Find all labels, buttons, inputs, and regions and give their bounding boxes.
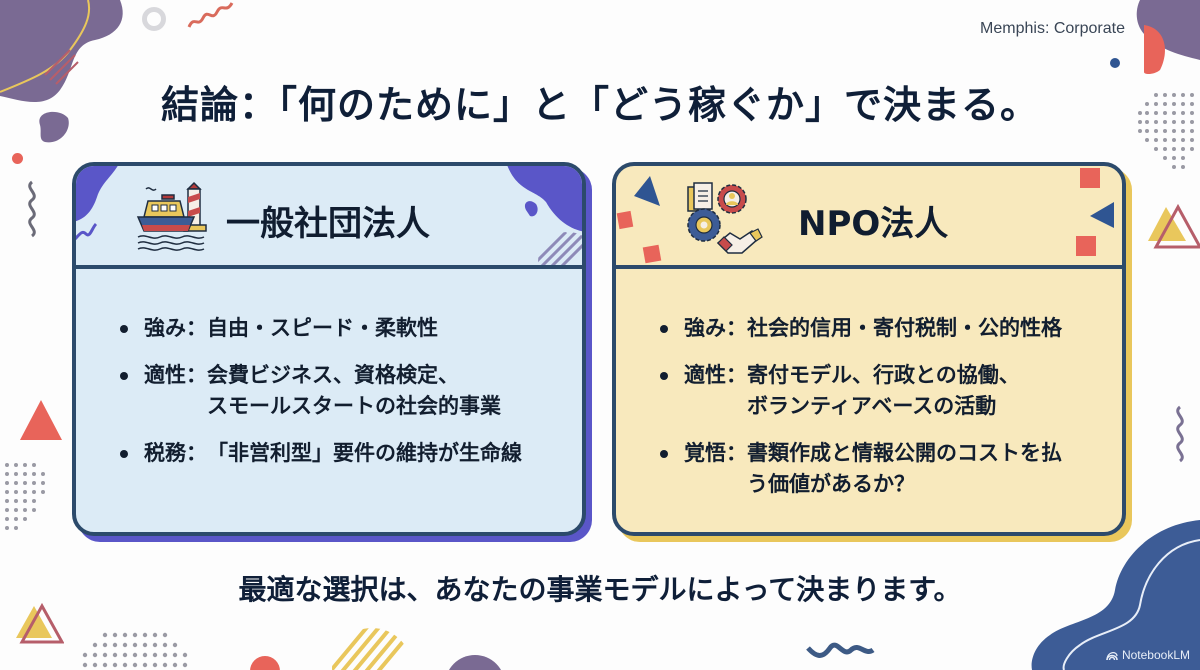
top-right-blob-decoration bbox=[1136, 0, 1200, 75]
bullet-strengths: 強み： 自由・スピード・柔軟性 bbox=[120, 313, 582, 344]
bullet-dot-icon bbox=[660, 372, 668, 380]
bullet-text: 社会的信用・寄付税制・公的性格 bbox=[747, 316, 1062, 340]
squiggle-decoration bbox=[187, 2, 234, 28]
notebooklm-watermark: NotebookLM bbox=[1106, 648, 1190, 662]
conclusion-text: 最適な選択は、あなたの事業モデルによって決まります。 bbox=[238, 573, 962, 606]
bullet-dot-icon bbox=[120, 325, 128, 333]
ship-lighthouse-icon bbox=[136, 181, 207, 251]
gears-handshake-icon bbox=[687, 182, 763, 254]
coral-dot-decoration bbox=[12, 153, 23, 164]
bullet-label: 適性 bbox=[144, 363, 186, 387]
card-corner-blob-right-decoration bbox=[507, 166, 582, 265]
double-triangle-left-decoration bbox=[16, 602, 64, 644]
watermark-label: NotebookLM bbox=[1121, 648, 1190, 662]
bullet-label: 覚悟 bbox=[684, 441, 726, 465]
coral-semicircle-decoration bbox=[250, 656, 280, 670]
bullet-text: 会費ビジネス、資格検定、スモールスタートの社会的事業 bbox=[207, 363, 501, 418]
dot-grid-left-decoration bbox=[5, 463, 45, 530]
dot-grid-right-decoration bbox=[1138, 93, 1194, 169]
bullet-suitability: 適性： 会費ビジネス、資格検定、スモールスタートの社会的事業 bbox=[120, 360, 582, 422]
double-triangle-right-decoration bbox=[1148, 203, 1200, 249]
bullet-commitment: 覚悟： 書類作成と情報公開のコストを払う価値があるか？ bbox=[660, 438, 1122, 500]
ring-decoration bbox=[142, 7, 166, 31]
zigzag-right-decoration bbox=[1176, 405, 1184, 463]
card-body: 強み： 自由・スピード・柔軟性 適性： 会費ビジネス、資格検定、スモールスタート… bbox=[76, 269, 582, 469]
bullet-label: 強み bbox=[144, 316, 186, 340]
coral-triangle-decoration bbox=[20, 400, 62, 440]
card-header: NPO法人 bbox=[616, 166, 1122, 269]
card-title: NPO法人 bbox=[798, 204, 949, 244]
bullet-label: 適性 bbox=[684, 363, 726, 387]
bullet-label: 税務 bbox=[144, 441, 186, 465]
bullet-text: 自由・スピード・柔軟性 bbox=[207, 316, 438, 340]
page-title: 結論：「何のために」と「どう稼ぐか」で決まる。 bbox=[160, 83, 1039, 127]
wave-bottom-decoration bbox=[806, 642, 875, 658]
card-corner-blob-decoration bbox=[76, 166, 118, 241]
dot-grid-bottom-decoration bbox=[82, 632, 188, 668]
bullet-label: 強み bbox=[684, 316, 726, 340]
memphis-shapes-decoration bbox=[616, 176, 662, 264]
bullet-dot-icon bbox=[660, 325, 668, 333]
purple-semicircle-decoration bbox=[445, 655, 505, 670]
card-general-incorporated-association: 一般社団法人 強み： 自由・スピード・柔軟性 適性： 会費ビジネス、資格検定、ス… bbox=[72, 162, 586, 536]
top-left-blob-decoration bbox=[0, 0, 123, 143]
bullet-taxation: 税務： 「非営利型」要件の維持が生命線 bbox=[120, 438, 582, 469]
bullet-dot-icon bbox=[660, 450, 668, 458]
navy-dot-decoration bbox=[1110, 58, 1120, 68]
bullet-dot-icon bbox=[120, 372, 128, 380]
memphis-shapes-right-decoration bbox=[1076, 168, 1114, 256]
card-body: 強み： 社会的信用・寄付税制・公的性格 適性： 寄付モデル、行政との協働、ボラン… bbox=[616, 269, 1122, 500]
card-header: 一般社団法人 bbox=[76, 166, 582, 269]
striped-circle-decoration bbox=[332, 628, 412, 670]
zigzag-decoration bbox=[28, 180, 36, 238]
bullet-text: 「非営利型」要件の維持が生命線 bbox=[207, 441, 522, 465]
brand-tag: Memphis: Corporate bbox=[980, 20, 1125, 37]
bullet-text: 寄付モデル、行政との協働、ボランティアベースの活動 bbox=[747, 363, 1020, 418]
bullet-suitability: 適性： 寄付モデル、行政との協働、ボランティアベースの活動 bbox=[660, 360, 1122, 422]
card-title: 一般社団法人 bbox=[226, 204, 430, 244]
bullet-strengths: 強み： 社会的信用・寄付税制・公的性格 bbox=[660, 313, 1122, 344]
bullet-dot-icon bbox=[120, 450, 128, 458]
card-npo-corporation: NPO法人 強み： 社会的信用・寄付税制・公的性格 適性： 寄付モデル、行政との… bbox=[612, 162, 1126, 536]
bullet-text: 書類作成と情報公開のコストを払う価値があるか？ bbox=[747, 441, 1062, 496]
bottom-right-blob-decoration bbox=[1031, 520, 1200, 670]
notebooklm-logo-icon bbox=[1106, 652, 1118, 660]
